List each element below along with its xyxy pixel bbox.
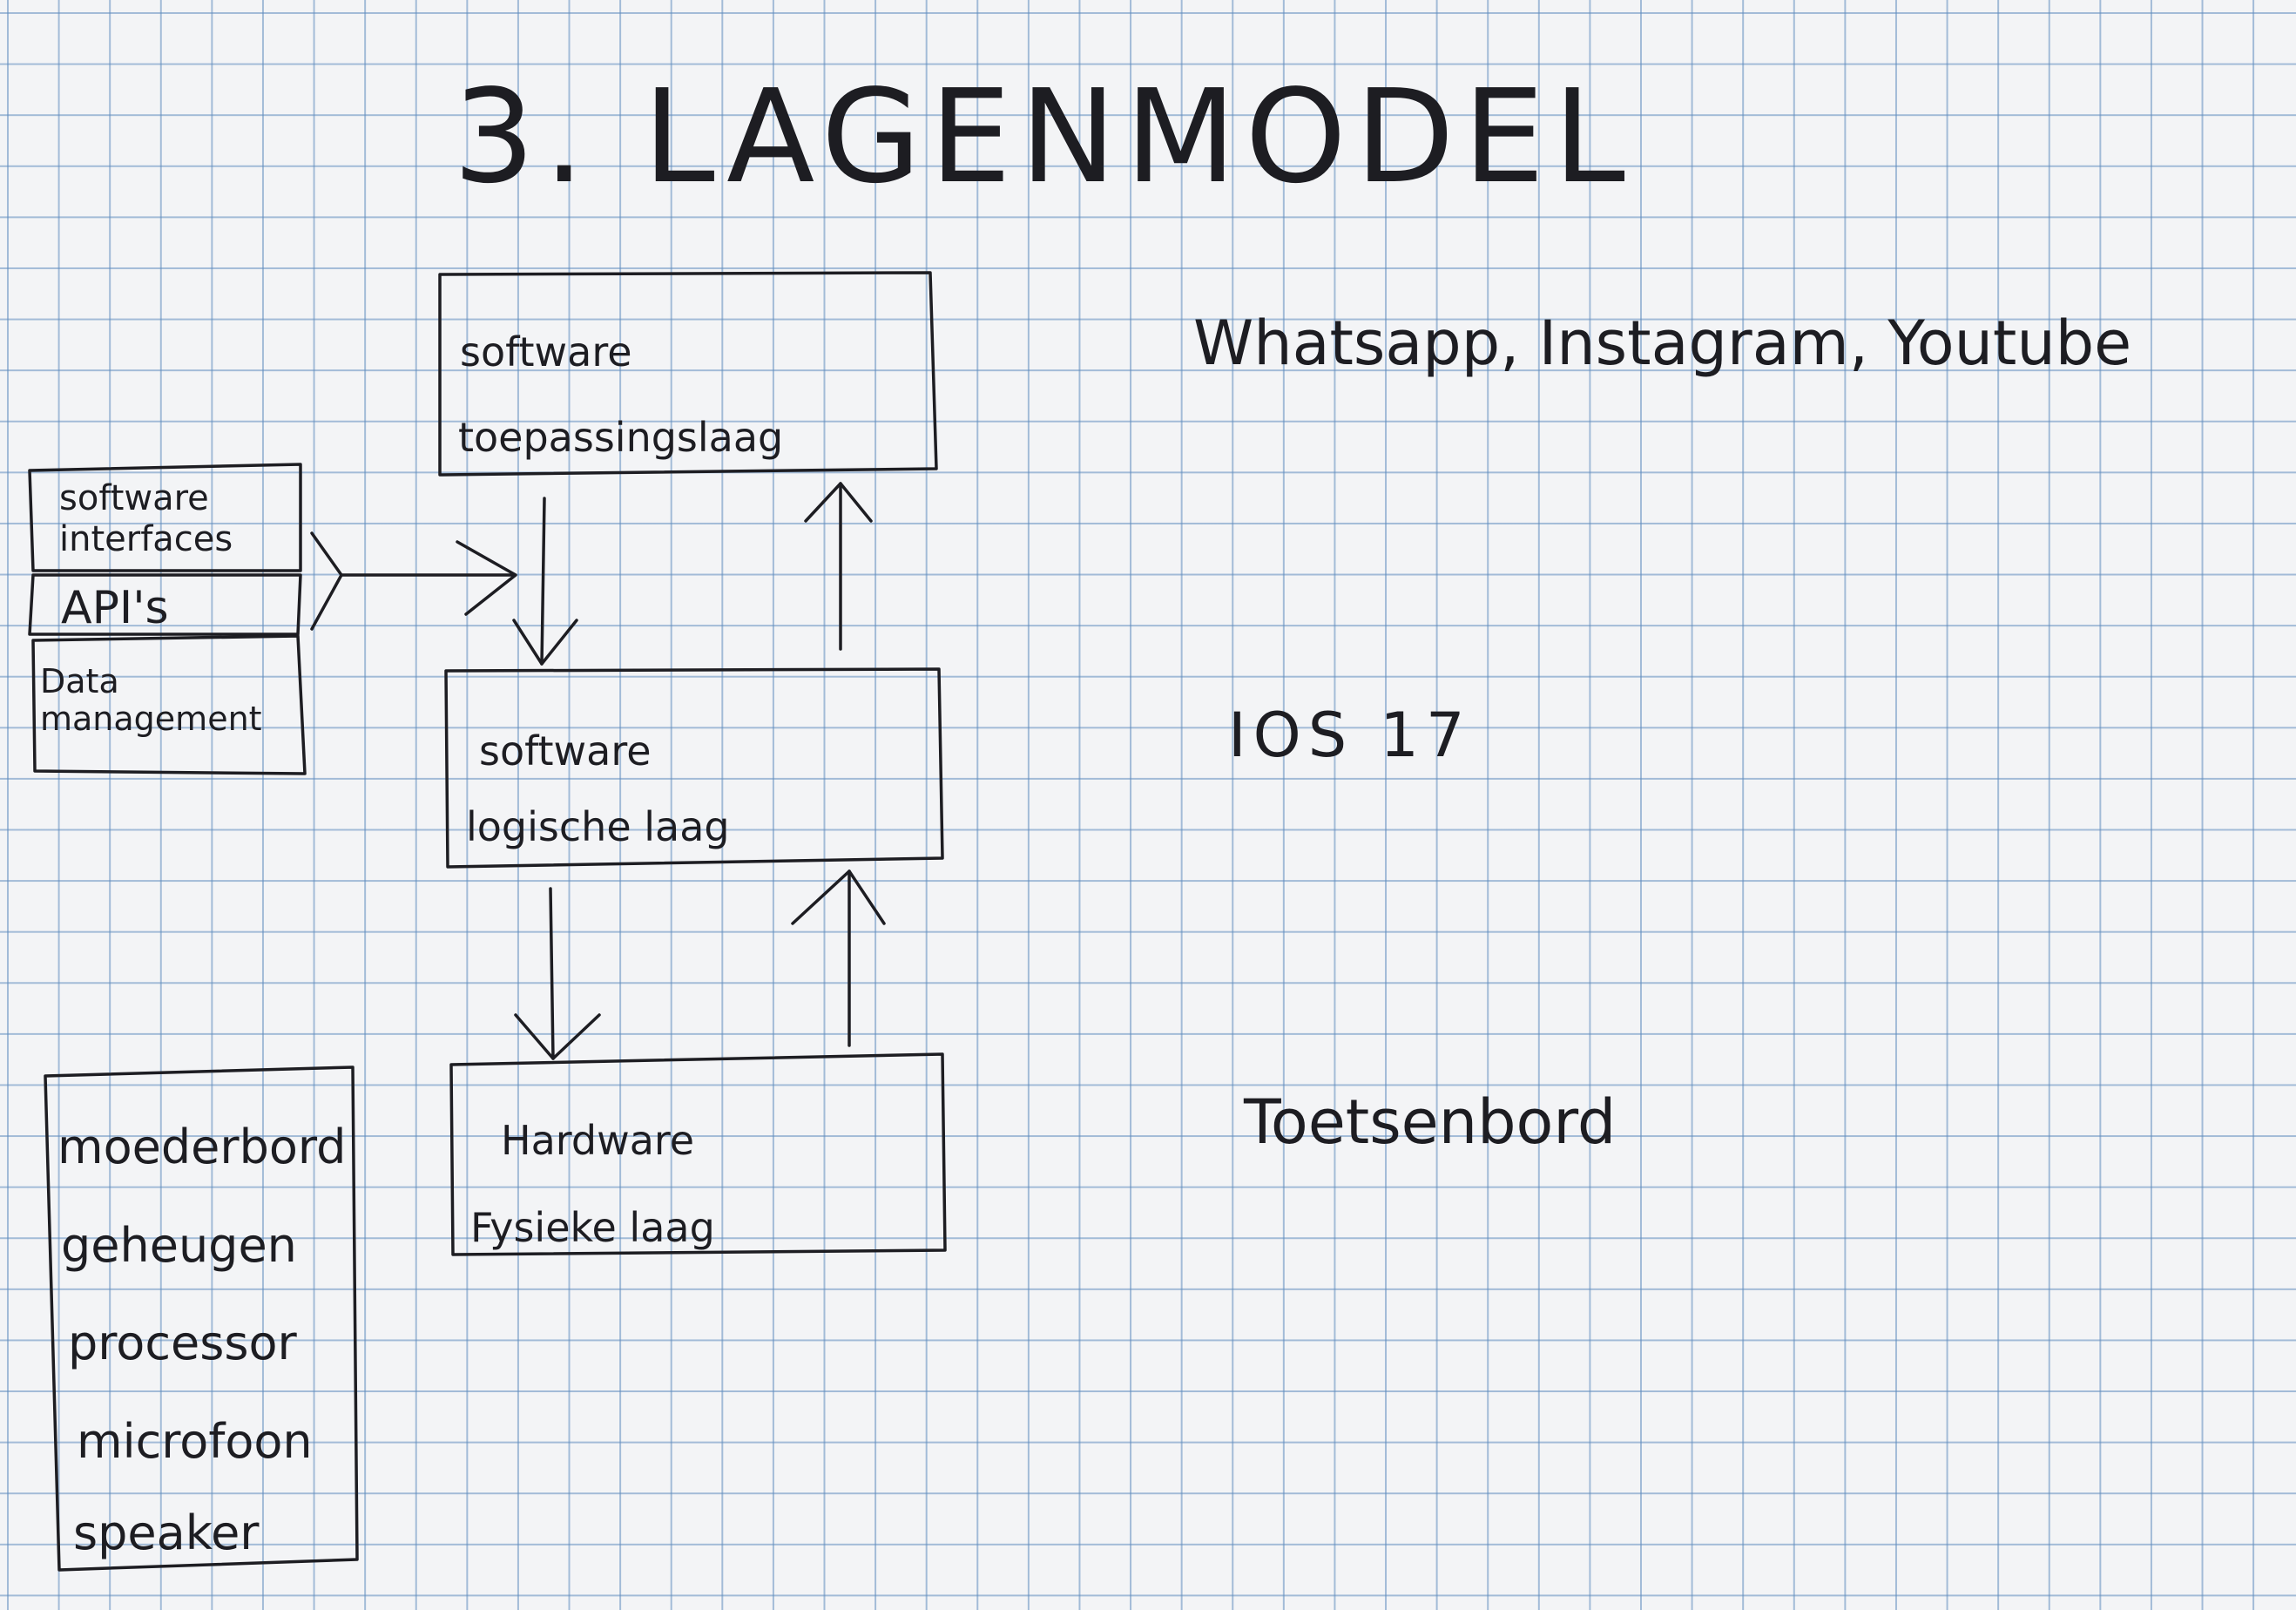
example-application: Whatsapp, Instagram, Youtube [1193, 308, 2131, 379]
layer-logic-line2: logische laag [466, 803, 730, 850]
data-management-line1: Data [40, 662, 119, 700]
component-2: processor [68, 1316, 298, 1370]
component-4: speaker [73, 1505, 260, 1560]
layer-logic-line1: software [479, 727, 652, 775]
layer-hardware-line1: Hardware [501, 1117, 694, 1164]
layer-logic: software logische laag [444, 667, 944, 869]
arrow-interfaces-head [456, 540, 517, 616]
software-interfaces-box [28, 463, 302, 572]
component-1: geheugen [61, 1218, 297, 1273]
layer-hardware-box [449, 1052, 947, 1256]
layer-hardware: Hardware Fysieke laag [449, 1052, 947, 1256]
layer-application-line1: software [460, 328, 632, 375]
layer-logic-box [444, 667, 944, 869]
component-0: moederbord [57, 1120, 346, 1174]
interface-bracket [310, 531, 343, 631]
software-interfaces-line1: software [59, 478, 209, 518]
layer-application-line2: toepassingslaag [458, 414, 783, 461]
component-3: microfoon [77, 1414, 313, 1469]
arrow-hardware-to-logic [791, 869, 886, 1047]
hardware-components: moederbord geheugen processor microfoon … [44, 1065, 359, 1572]
layer-application: software toepassingslaag [438, 271, 938, 477]
diagram-title: 3. LAGENMODEL [453, 62, 1634, 212]
apis-label: API's [61, 582, 169, 634]
hardware-components-box [44, 1065, 359, 1572]
example-logic: IOS 17 [1228, 700, 1472, 771]
layer-application-box [438, 271, 938, 477]
interface-stack: software interfaces API's Data managemen… [28, 463, 517, 775]
data-management-box [31, 634, 307, 775]
software-interfaces-line2: interfaces [59, 519, 233, 559]
layer-hardware-line2: Fysieke laag [470, 1204, 715, 1251]
data-management-line2: management [40, 700, 262, 738]
arrow-logic-to-app [804, 482, 873, 651]
example-hardware: Toetsenbord [1243, 1086, 1616, 1158]
arrow-app-to-logic [512, 497, 578, 666]
arrow-logic-to-hardware [514, 887, 601, 1060]
apis-box [28, 573, 302, 636]
